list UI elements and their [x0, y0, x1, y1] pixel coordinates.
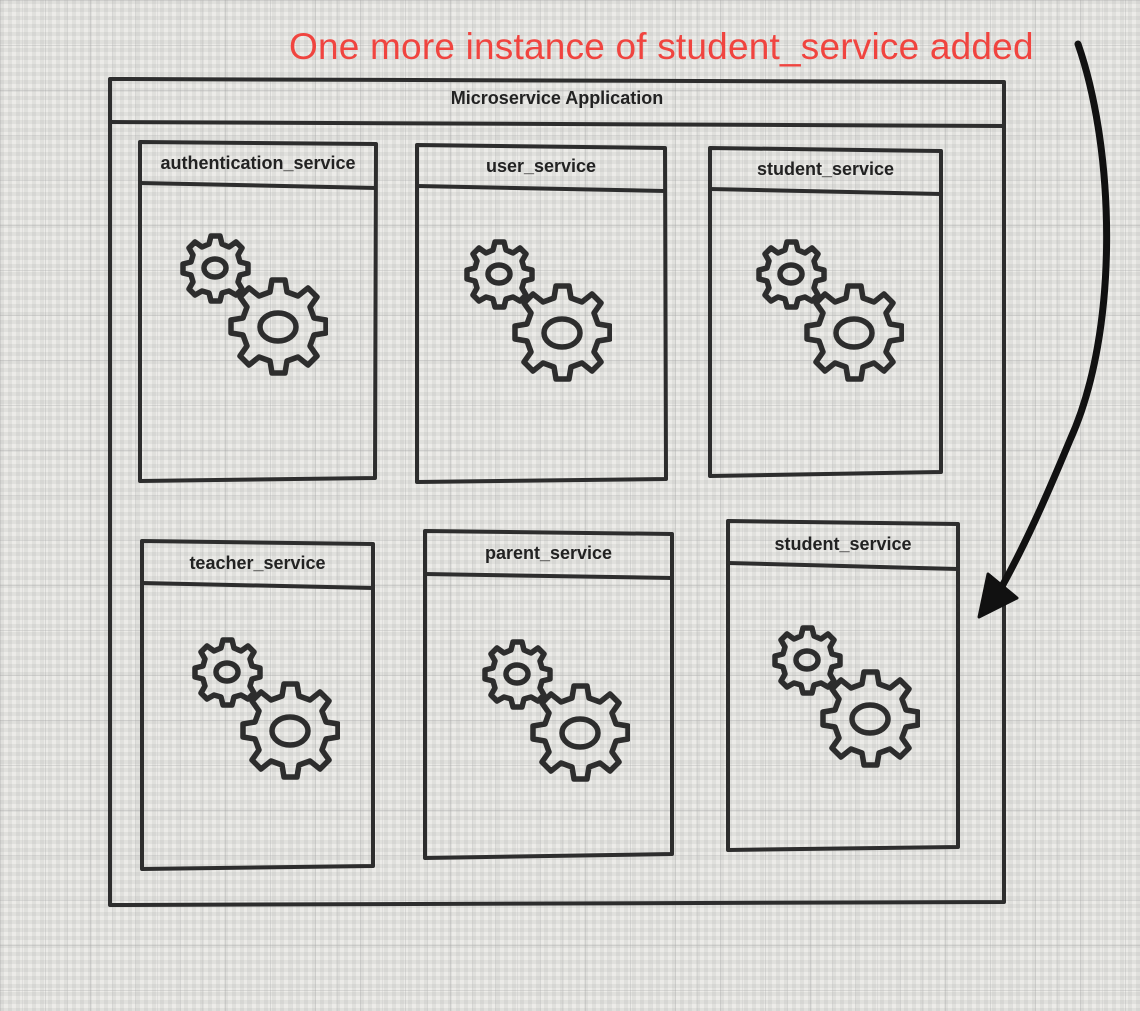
- service-label-authentication: authentication_service: [160, 153, 356, 173]
- arrow-icon: [977, 40, 1111, 619]
- application-title: Microservice Application: [450, 88, 664, 108]
- service-label-parent: parent_service: [484, 543, 613, 563]
- gears-icon: [775, 628, 918, 765]
- service-box-authentication: [138, 140, 378, 483]
- service-box-teacher: [140, 539, 375, 871]
- service-box-student-2: [726, 519, 960, 852]
- gears-icon: [183, 236, 326, 373]
- service-label-user: user_service: [485, 156, 597, 176]
- gears-icon: [195, 640, 338, 777]
- gears-icon: [485, 642, 628, 779]
- gears-icon: [759, 242, 902, 379]
- application-frame: [108, 77, 1006, 907]
- service-label-student-1: student_service: [756, 159, 895, 179]
- service-box-student-1: [708, 146, 943, 478]
- service-label-student-2: student_service: [774, 534, 912, 554]
- service-label-teacher: teacher_service: [189, 553, 326, 573]
- annotation-text: One more instance of student_service add…: [289, 26, 1034, 67]
- service-box-user: [415, 143, 668, 484]
- service-box-parent: [423, 529, 674, 860]
- gears-icon: [467, 242, 610, 379]
